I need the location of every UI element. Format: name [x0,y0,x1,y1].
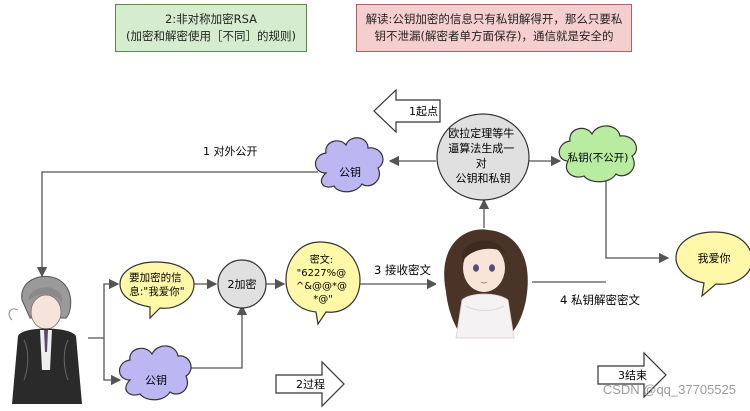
rsa-title-box: 2:非对称加密RSA (加密和解密使用［不同］的规则) [115,4,307,52]
rsa-subtitle: (加密和解密使用［不同］的规则) [126,29,296,43]
key-generator-node [436,113,530,201]
receiver-illustration [436,228,532,339]
edge-boy-to-public-bottom [103,338,122,386]
origin-arrow-label: 1起点 [409,105,438,118]
public-key-top-label: 公钥 [339,165,361,179]
receive-label: 3 接收密文 [374,263,431,277]
edge-private-to-decrypted [605,178,670,264]
public-key-bottom-label: 公钥 [145,373,167,387]
explanation-box: 解读:公钥加密的信息只有私钥解得开，那么只要私 钥不泄漏(解密者单方面保存)，通… [356,4,632,52]
public-key-cloud-top [314,137,384,193]
process-arrow-label: 2过程 [296,378,325,391]
message-bubble [119,261,195,320]
watermark: CSDN @qq_37705525 [602,382,736,397]
origin-arrow-shape [373,88,441,134]
decrypt-label: 4 私钥解密密文 [560,293,640,307]
edge-public-bottom-to-encrypt [186,304,248,369]
public-key-cloud-bottom [118,345,192,401]
end-arrow-shape [597,351,667,399]
end-arrow-label: 3结束 [618,369,647,382]
ciphertext-text: 密文: "6227%@ ^&@@*@ *@" [296,253,350,305]
key-generator-text: 欧拉定理等牛 逼算法生成一 对 公钥和私钥 [448,126,518,185]
publish-label: 1 对外公开 [203,144,258,158]
process-arrow-shape [275,360,345,408]
edge-boy-to-message [82,278,120,339]
explanation-line-2: 钥不泄漏(解密者单方面保存)，通信就是安全的 [374,29,614,43]
sender-illustration [4,275,88,404]
explanation-line-1: 解读:公钥加密的信息只有私钥解得开，那么只要私 [365,12,623,26]
message-text: 要加密的信 息:"我爱你" [129,271,185,298]
private-key-cloud [558,125,637,183]
encrypt-node [217,259,267,309]
rsa-title: 2:非对称加密RSA [164,12,258,26]
encrypt-label: 2加密 [228,277,257,291]
edge-public-to-boy [36,171,318,278]
ciphertext-bubble [285,241,361,326]
private-key-label: 私钥(不公开) [568,151,629,164]
decrypted-text: 我爱你 [698,252,731,265]
